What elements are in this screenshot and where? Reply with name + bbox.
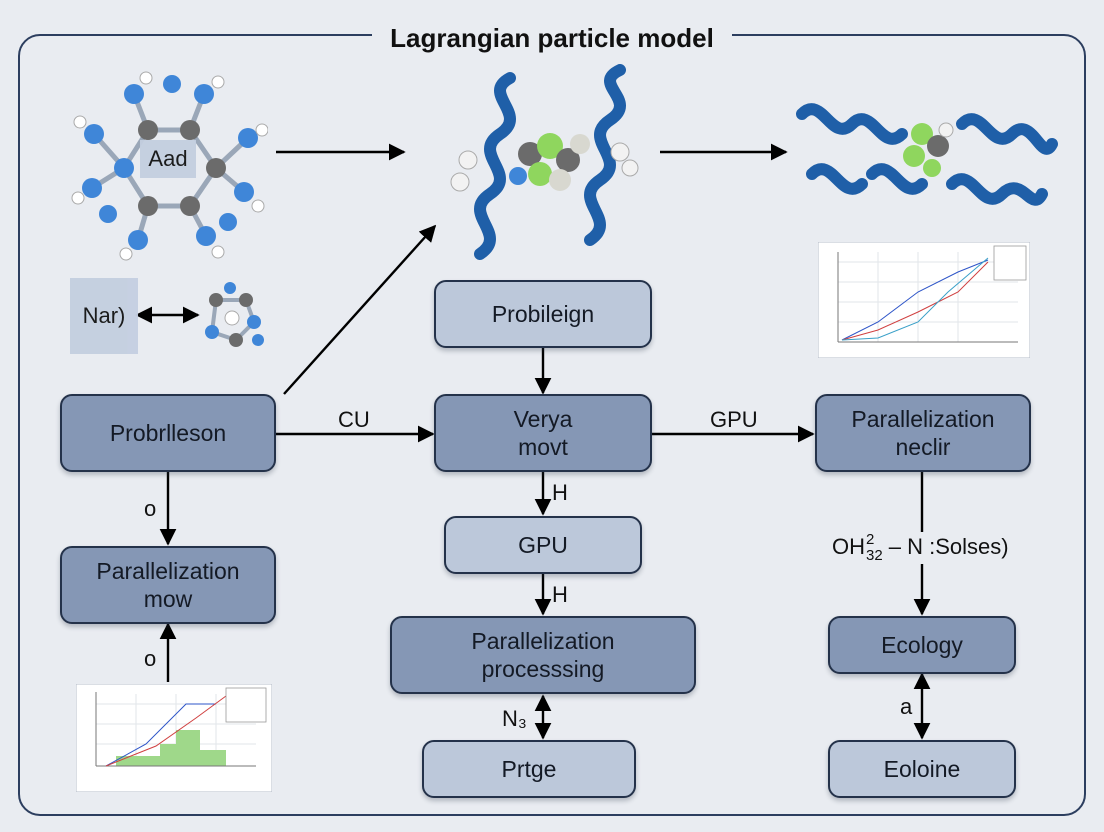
node-parallelization-processing: Parallelization processsing [390, 616, 696, 694]
formula-superscript: 2 [866, 531, 875, 548]
node-eoloine: Eoloine [828, 740, 1016, 798]
node-probileign: Probileign [434, 280, 652, 348]
diagram-title: Lagrangian particle model [372, 22, 732, 54]
node-verya-movt: Verya movt [434, 394, 652, 472]
edge-label-a: a [900, 694, 913, 719]
formula-base: OH [832, 533, 865, 559]
molecule-label-aad: Aad [140, 140, 196, 178]
molecule-label-nar: Nar) [70, 278, 138, 354]
formula-rest: – N :Solses) [882, 533, 1009, 559]
node-gpu: GPU [444, 516, 642, 574]
node-ecology: Ecology [828, 616, 1016, 674]
node-parallelization-mow: Parallelization mow [60, 546, 276, 624]
protein-complex-result-icon [796, 103, 1058, 206]
arrow-probrlleson-to-mol2 [283, 224, 437, 395]
edge-label-gpu: GPU [710, 407, 758, 432]
node-probrlleson: Probrlleson [60, 394, 276, 472]
edge-label-h-upper: H [552, 480, 568, 505]
mini-chart-right [818, 242, 1030, 358]
edge-label-n3: N₃ [502, 706, 527, 731]
edge-label-o-lower: o [144, 646, 157, 671]
node-prtge: Prtge [422, 740, 636, 798]
mini-chart-left [76, 684, 272, 792]
edge-label-o-upper: o [144, 496, 157, 521]
small-molecule-icon [205, 282, 264, 347]
edge-label-cu: CU [338, 407, 370, 432]
formula-subscript: 32 [866, 547, 883, 564]
protein-complex-icon [450, 64, 639, 260]
node-parallelization-neclir: Parallelization neclir [815, 394, 1031, 472]
edge-label-h-lower: H [552, 582, 568, 607]
molecule-hexagonal-icon [71, 71, 268, 261]
